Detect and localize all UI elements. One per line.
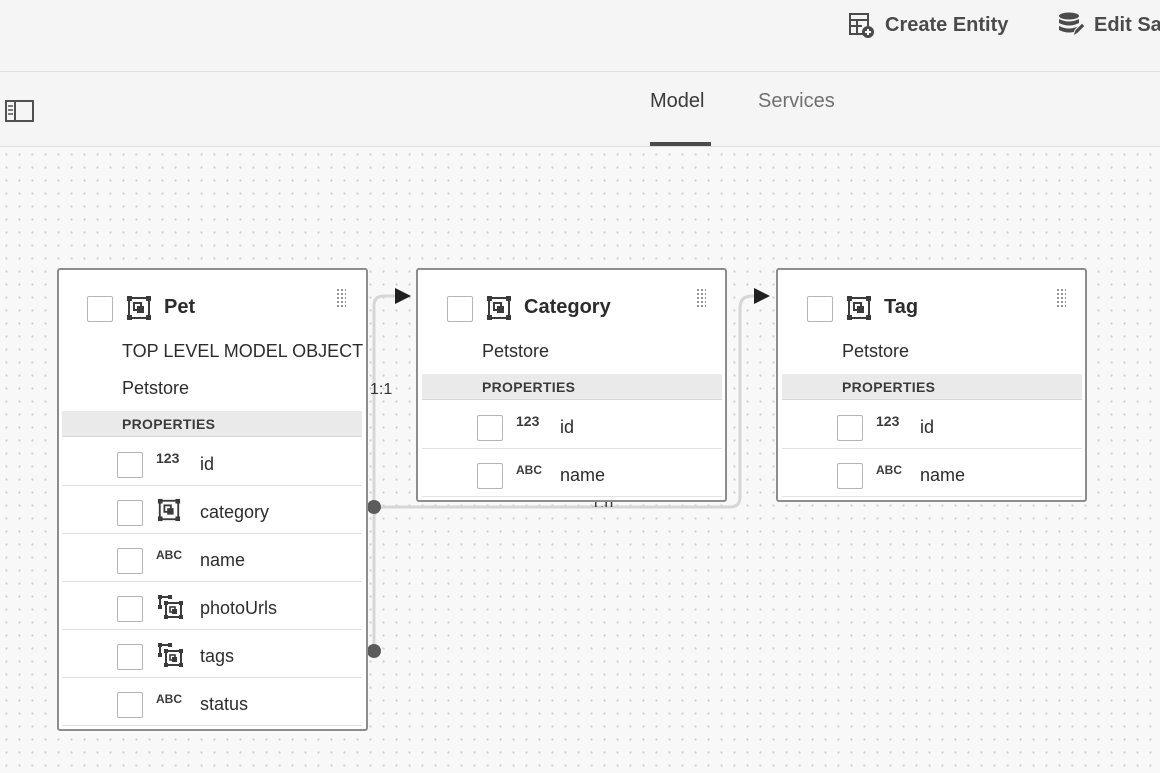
entity-card-category[interactable]: Category Petstore PROPERTIES 123 id ABC …	[416, 268, 727, 502]
entity-namespace: Petstore	[482, 341, 550, 361]
create-entity-button[interactable]: Create Entity	[848, 10, 1008, 40]
edit-label: Edit Sa	[1094, 13, 1160, 36]
property-row[interactable]: 123 id	[422, 401, 722, 449]
array-type-icon	[158, 643, 183, 667]
select-pet-checkbox[interactable]	[87, 296, 113, 322]
string-type-icon: ABC	[156, 548, 182, 562]
property-checkbox[interactable]	[117, 500, 143, 526]
property-name: photoUrls	[200, 598, 278, 618]
property-row[interactable]: ABC name	[782, 449, 1082, 497]
tab-model[interactable]: Model	[650, 90, 705, 112]
category-arrowhead	[395, 288, 411, 304]
property-row[interactable]: ABC name	[422, 449, 722, 497]
property-name: id	[920, 417, 935, 437]
database-edit-icon	[1059, 12, 1085, 38]
properties-header: PROPERTIES	[62, 411, 362, 437]
select-category-checkbox[interactable]	[447, 296, 473, 322]
property-row[interactable]: ABC name	[62, 534, 362, 582]
tags-connector-dot	[367, 644, 381, 658]
property-name: tags	[200, 646, 235, 666]
property-row[interactable]: tags	[62, 630, 362, 678]
property-name: name	[200, 550, 246, 570]
panel-toggle-icon[interactable]	[5, 99, 35, 123]
tab-services[interactable]: Services	[758, 90, 835, 112]
array-type-icon	[158, 595, 183, 619]
property-name: name	[920, 465, 966, 485]
drag-handle-icon[interactable]	[336, 288, 346, 308]
relationship-links	[367, 288, 770, 658]
create-entity-label: Create Entity	[885, 13, 1009, 36]
property-name: category	[200, 502, 270, 522]
property-name: id	[200, 454, 215, 474]
property-row[interactable]: 123 id	[782, 401, 1082, 449]
entity-icon	[487, 296, 511, 320]
pet-category-cardinality: 1:1	[370, 381, 393, 398]
category-connector-dot	[367, 500, 381, 514]
property-checkbox[interactable]	[837, 463, 863, 489]
entity-title: Pet	[164, 296, 196, 318]
tag-arrowhead	[754, 288, 770, 304]
property-row[interactable]: photoUrls	[62, 582, 362, 630]
properties-header: PROPERTIES	[422, 374, 722, 400]
property-name: name	[560, 465, 606, 485]
property-checkbox[interactable]	[117, 692, 143, 718]
property-checkbox[interactable]	[117, 452, 143, 478]
property-name: status	[200, 694, 249, 714]
entity-icon	[847, 296, 871, 320]
object-type-icon	[157, 498, 181, 522]
entity-title: Category	[524, 296, 611, 318]
property-checkbox[interactable]	[837, 415, 863, 441]
edit-button[interactable]: Edit Sa	[1057, 10, 1160, 40]
entity-title: Tag	[884, 296, 919, 318]
entity-top-level-label: TOP LEVEL MODEL OBJECT	[122, 341, 364, 361]
entity-card-tag[interactable]: Tag Petstore PROPERTIES 123 id ABC name	[776, 268, 1087, 502]
entity-icon	[127, 296, 151, 320]
properties-header: PROPERTIES	[782, 374, 1082, 400]
top-toolbar: Create Entity Edit Sa	[0, 0, 1160, 72]
number-type-icon: 123	[876, 413, 900, 429]
property-checkbox[interactable]	[117, 596, 143, 622]
entity-namespace: Petstore	[122, 378, 190, 398]
property-row[interactable]: 123 id	[62, 438, 362, 486]
active-tab-indicator	[650, 142, 711, 146]
string-type-icon: ABC	[516, 463, 542, 477]
entity-card-pet[interactable]: Pet TOP LEVEL MODEL OBJECT Petstore PROP…	[57, 268, 368, 731]
property-row[interactable]: ABC status	[62, 678, 362, 726]
number-type-icon: 123	[516, 413, 540, 429]
property-row[interactable]: category	[62, 486, 362, 534]
number-type-icon: 123	[156, 450, 180, 466]
drag-handle-icon[interactable]	[696, 288, 706, 308]
drag-handle-icon[interactable]	[1056, 288, 1066, 308]
string-type-icon: ABC	[156, 692, 182, 706]
property-checkbox[interactable]	[117, 644, 143, 670]
property-checkbox[interactable]	[117, 548, 143, 574]
property-checkbox[interactable]	[477, 415, 503, 441]
select-tag-checkbox[interactable]	[807, 296, 833, 322]
create-entity-icon	[849, 13, 874, 38]
string-type-icon: ABC	[876, 463, 902, 477]
property-name: id	[560, 417, 575, 437]
tab-bar: Model Services	[0, 72, 1160, 147]
entity-namespace: Petstore	[842, 341, 910, 361]
property-checkbox[interactable]	[477, 463, 503, 489]
pet-category-link	[372, 294, 400, 506]
model-canvas[interactable]: 1:1 1:n Pet TOP LEVEL MODEL OBJECT Petst…	[0, 148, 1160, 773]
